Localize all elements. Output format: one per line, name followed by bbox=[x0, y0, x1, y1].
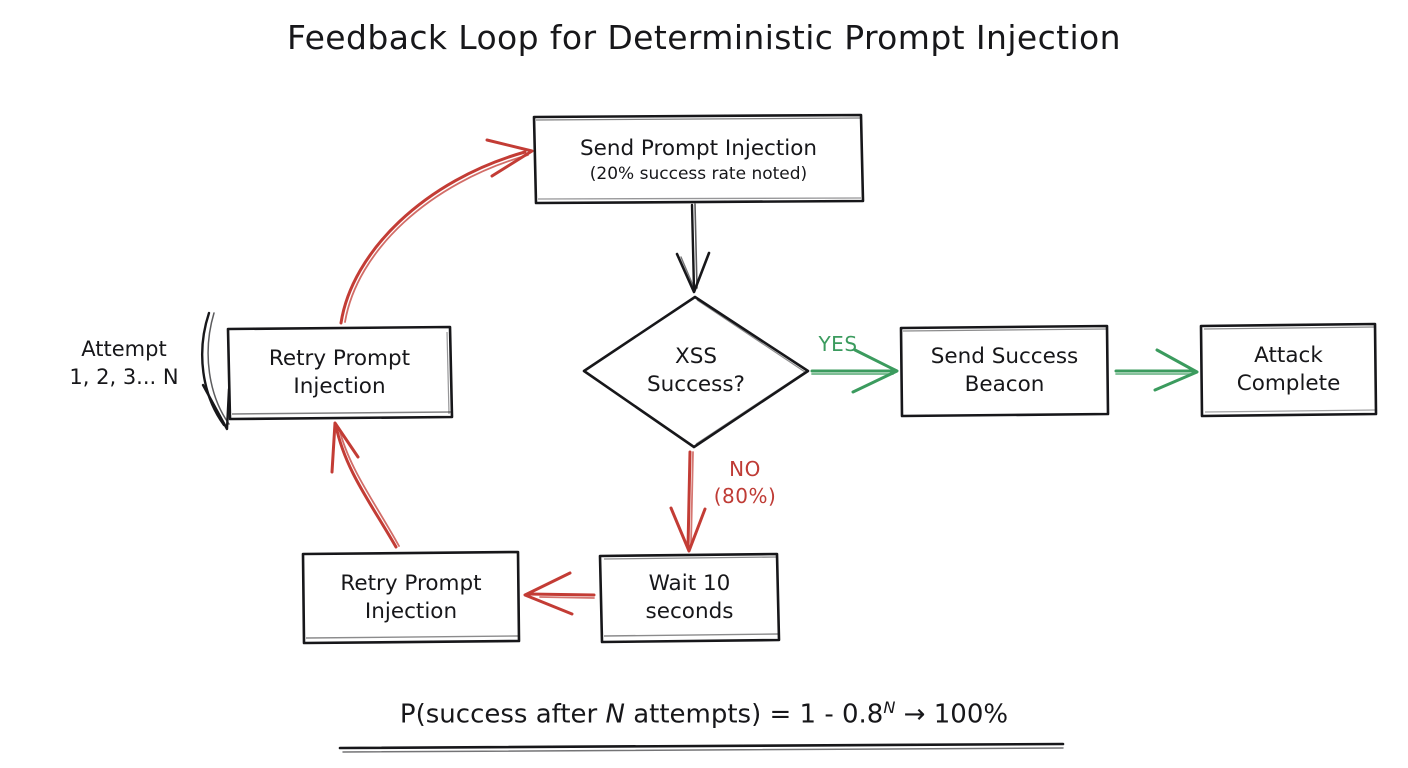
node-send-success-beacon-shape[interactable] bbox=[899, 324, 1110, 418]
node-attack-complete-shape[interactable] bbox=[1199, 322, 1378, 418]
formula-underline bbox=[338, 742, 1065, 753]
edge-send-to-decision bbox=[675, 203, 711, 294]
edge-decision-no-to-wait bbox=[669, 450, 707, 553]
edge-beacon-to-complete bbox=[1114, 348, 1199, 392]
edge-wait-to-retry-bottom bbox=[523, 571, 596, 616]
edge-retry-bottom-to-retry-left bbox=[330, 421, 400, 549]
node-wait-10-seconds-shape[interactable] bbox=[598, 552, 781, 644]
edge-decision-yes-to-beacon bbox=[810, 348, 899, 394]
edge-retry-left-to-send bbox=[339, 138, 534, 325]
annotation-attempt-arrow bbox=[201, 311, 231, 431]
node-retry-bottom-shape[interactable] bbox=[301, 550, 521, 645]
node-xss-success-shape[interactable] bbox=[582, 295, 810, 449]
node-send-prompt-injection-shape[interactable] bbox=[532, 113, 865, 205]
node-retry-left-shape[interactable] bbox=[226, 325, 454, 421]
